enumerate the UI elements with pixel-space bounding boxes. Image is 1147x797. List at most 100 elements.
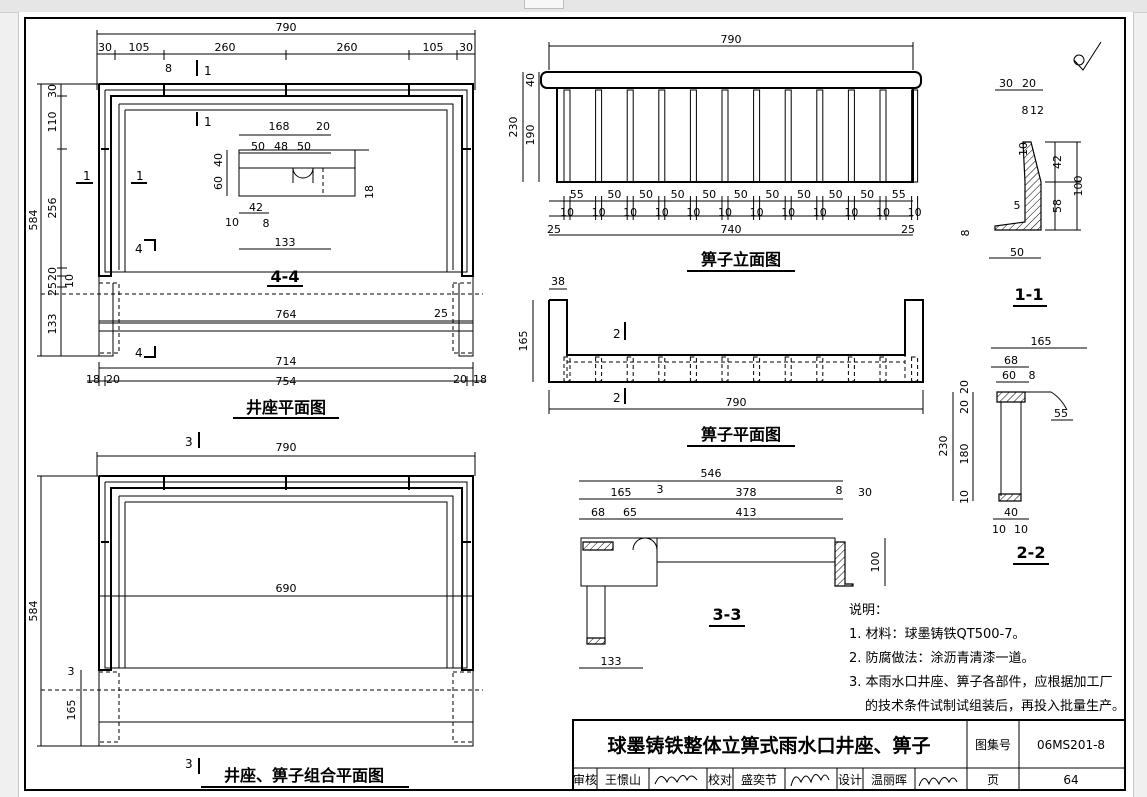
grate-bar: [689, 89, 697, 183]
combo-plan-title: 井座、箅子组合平面图: [224, 766, 384, 785]
grate-bar-plan: [595, 356, 603, 382]
dim: 30: [46, 84, 59, 98]
roughness-symbol: [1073, 41, 1102, 71]
review-label: 审核: [573, 772, 597, 787]
note-item: 2. 防腐做法：涂沥青清漆一道。: [849, 650, 1035, 666]
section-mark-2: 2: [613, 327, 621, 341]
dim: 12: [1030, 104, 1044, 117]
dim: 10: [225, 216, 239, 229]
dim: 133: [275, 236, 296, 249]
dim: 5: [1014, 199, 1021, 212]
dim-total: 790: [276, 441, 297, 454]
grate-bar-plan: [721, 356, 729, 382]
grate-bar: [847, 89, 855, 183]
dim-bay-width: 50: [765, 188, 779, 201]
grate-bar-plan: [816, 356, 824, 382]
grate-bar: [784, 89, 792, 183]
dim: 38: [551, 275, 565, 288]
atlas-label: 图集号: [975, 737, 1011, 752]
section-mark-3: 3: [185, 757, 193, 771]
dim: 10: [1017, 142, 1030, 156]
dim: 18: [473, 373, 487, 386]
dim-bay-width: 50: [671, 188, 685, 201]
dim: 100: [1072, 176, 1085, 197]
dim: 105: [423, 41, 444, 54]
section-mark-2: 2: [613, 391, 621, 405]
page-number: 64: [1063, 773, 1078, 787]
main-title: 球墨铸铁整体立箅式雨水口井座、箅子: [607, 734, 930, 757]
drawing-sheet: 790 30 105 260 260 105 30 1 1 1: [18, 12, 1134, 797]
dim: 25: [547, 223, 561, 236]
note-item: 的技术条件试制试组装后，再投入批量生产。: [865, 698, 1125, 714]
section-1-1: 30 20 8 12 10 42 58 100 5 8 50 1-1: [959, 77, 1085, 307]
dim: 260: [215, 41, 236, 54]
dim: 754: [276, 375, 297, 388]
dim-bay-width: 50: [702, 188, 716, 201]
dim: 413: [736, 506, 757, 519]
dim: 20: [958, 400, 971, 414]
dim: 165: [611, 486, 632, 499]
dim-bar-width: 10: [844, 206, 858, 219]
dim: 10: [992, 523, 1006, 536]
dim: 168: [269, 120, 290, 133]
dim: 105: [129, 41, 150, 54]
grate-bar: [816, 89, 824, 183]
section-mark-4: 4: [135, 346, 143, 360]
dim-bay-width: 50: [639, 188, 653, 201]
section-11-title: 1-1: [1015, 285, 1044, 304]
dim-bay-width: 50: [734, 188, 748, 201]
dim: 20: [316, 120, 330, 133]
dim: 68: [591, 506, 605, 519]
dim: 30: [858, 486, 872, 499]
dim: 260: [337, 41, 358, 54]
dim: 68: [1004, 354, 1018, 367]
dim: 230: [507, 117, 520, 138]
dim: 60: [212, 176, 225, 190]
dim-total: 790: [726, 396, 747, 409]
dim: 8: [263, 217, 270, 230]
dim: 714: [276, 355, 297, 368]
dim: 8: [836, 484, 843, 497]
grate-bar-plan: [847, 356, 855, 382]
dim: 50: [1010, 246, 1024, 259]
title-block: 球墨铸铁整体立箅式雨水口井座、箅子 图集号 06MS201-8 审核 王憬山 校…: [572, 719, 1126, 791]
dim-bay-width: 50: [860, 188, 874, 201]
design-name: 温丽晖: [871, 773, 907, 787]
design-signature: [918, 777, 958, 787]
dim: 165: [1031, 335, 1052, 348]
grate-bar-plan: [911, 356, 919, 382]
grate-bar-plan: [626, 356, 634, 382]
dim: 230: [937, 436, 950, 457]
dim: 764: [276, 308, 297, 321]
section-44-title: 4-4: [271, 267, 300, 286]
dim: 30: [999, 77, 1013, 90]
dim-bay-width: 50: [797, 188, 811, 201]
dim: 60: [1002, 369, 1016, 382]
viewer-tab[interactable]: [524, 0, 564, 9]
dim: 20: [1022, 77, 1036, 90]
dim-bar-width: 10: [718, 206, 732, 219]
dim: 378: [736, 486, 757, 499]
grate-bar-plan: [784, 356, 792, 382]
note-item: 3. 本雨水口井座、箅子各部件，应根据加工厂: [849, 674, 1113, 690]
dim-bay-width: 50: [829, 188, 843, 201]
section-2-2: 165 68 60 8 55 230 20 20 180 10 40 10 10…: [937, 335, 1087, 565]
dim: 40: [212, 153, 225, 167]
grate-bar: [721, 89, 729, 183]
dim-bar-width: 10: [623, 206, 637, 219]
dim: 55: [1054, 407, 1068, 420]
grate-bar-plan: [658, 356, 666, 382]
dim: 25: [434, 307, 448, 320]
dim: 20: [106, 373, 120, 386]
dim-total: 790: [721, 33, 742, 46]
dim: 10: [1014, 523, 1028, 536]
review-signature: [654, 775, 698, 785]
dim: 10: [63, 274, 76, 288]
dim: 25: [46, 282, 59, 296]
dim-bar-width: 10: [655, 206, 669, 219]
grate-bar-plan: [753, 356, 761, 382]
grate-bar: [879, 89, 887, 183]
note-item: 1. 材料：球墨铸铁QT500-7。: [849, 626, 1025, 642]
design-label: 设计: [838, 773, 862, 787]
